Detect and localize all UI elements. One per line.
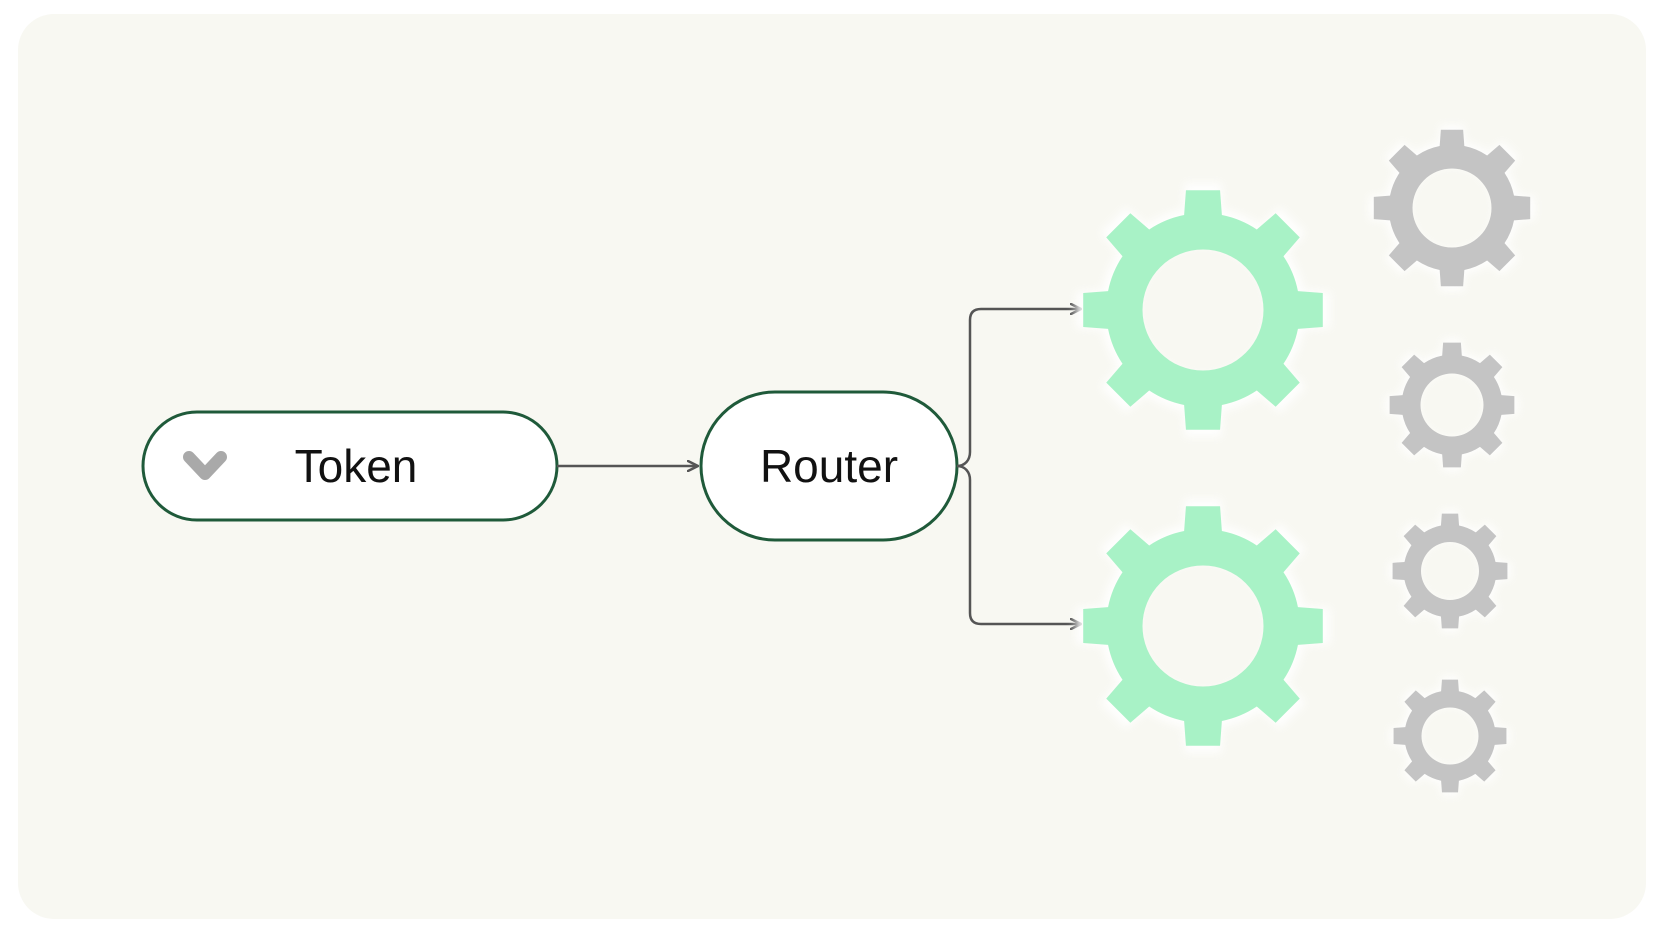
gear-icon <box>1385 338 1519 472</box>
token-label: Token <box>295 440 418 492</box>
gear-icon <box>1389 510 1511 632</box>
active-expert-1 <box>1076 183 1330 437</box>
router-to-expert-1-arrow <box>956 309 1080 468</box>
gear-body <box>1393 679 1507 793</box>
chevron-down-icon <box>183 451 227 480</box>
gear-body <box>1373 129 1531 287</box>
inactive-expert-4 <box>1390 676 1510 796</box>
token-node: Token <box>141 410 559 522</box>
gear-body <box>1083 506 1323 746</box>
gear-body <box>1392 513 1508 629</box>
inactive-expert-3 <box>1389 510 1511 632</box>
router-node: Router <box>699 390 959 542</box>
active-expert-2 <box>1076 499 1330 753</box>
gear-body <box>1389 342 1515 468</box>
inactive-expert-2 <box>1385 338 1519 472</box>
gear-icon <box>1390 676 1510 796</box>
gear-icon <box>1369 125 1535 291</box>
router-label: Router <box>760 440 898 492</box>
inactive-expert-1 <box>1369 125 1535 291</box>
gear-icon <box>1076 183 1330 437</box>
router-to-expert-2-arrow <box>956 464 1080 624</box>
gear-body <box>1083 190 1323 430</box>
gear-icon <box>1076 499 1330 753</box>
